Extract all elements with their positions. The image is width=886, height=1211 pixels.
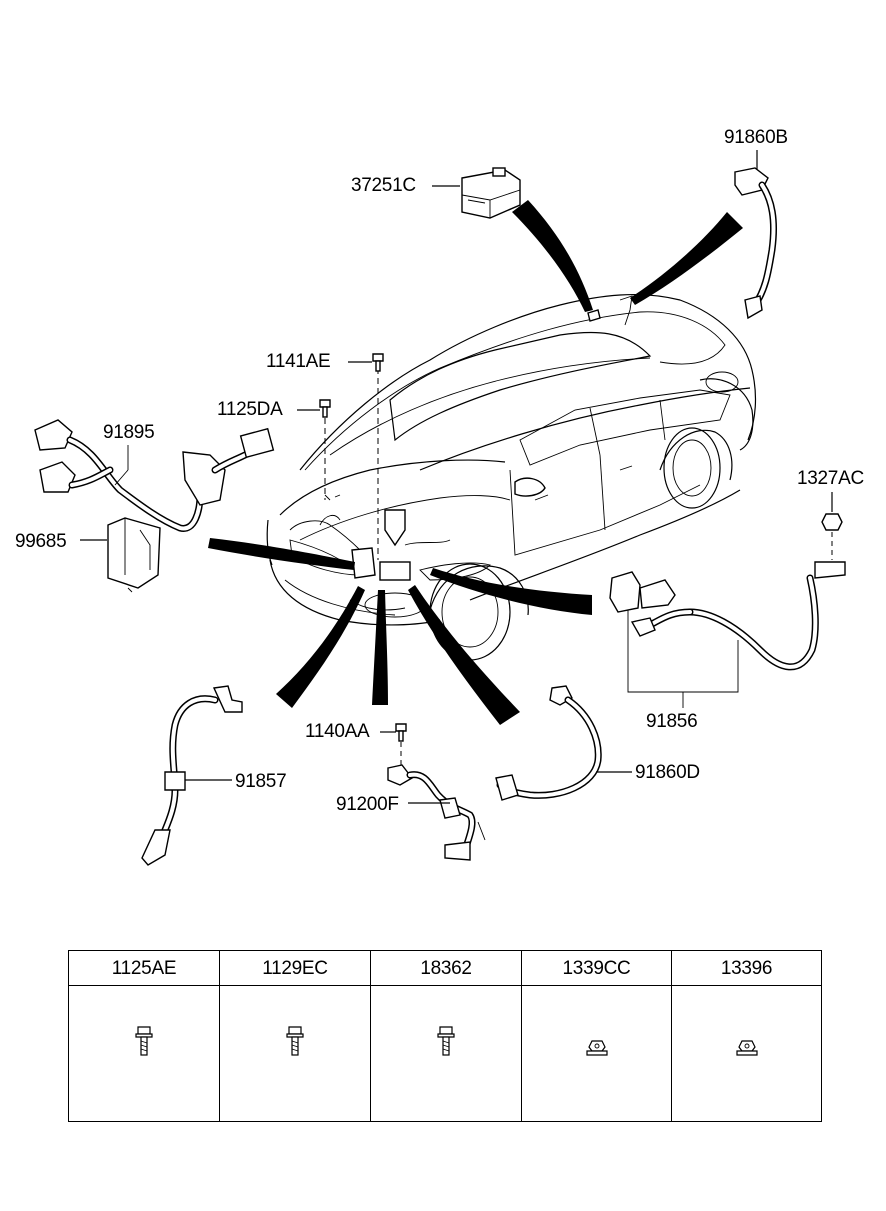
- fastener-code: 13396: [672, 951, 821, 986]
- label-1140AA: 1140AA: [305, 721, 370, 742]
- flange-bolt-icon: [135, 1026, 153, 1056]
- cable-91860D: [495, 685, 632, 801]
- nut-1327AC: [814, 492, 846, 579]
- cable-91856: [609, 571, 819, 708]
- bolt-1141AE: [348, 353, 384, 372]
- callout-wedges: [208, 200, 743, 725]
- fastener-column: 1125AE: [69, 951, 220, 1121]
- flange-bolt-icon: [437, 1026, 455, 1056]
- fastener-column: 18362: [371, 951, 522, 1121]
- label-91857: 91857: [235, 771, 287, 792]
- cable-91860B: [734, 150, 778, 320]
- label-1125DA: 1125DA: [217, 399, 283, 420]
- car-body-outline: [266, 293, 757, 661]
- harness-91200F: [387, 764, 486, 861]
- fastener-column: 13396: [672, 951, 821, 1121]
- fastener-column: 1129EC: [220, 951, 371, 1121]
- label-1327AC: 1327AC: [797, 468, 864, 489]
- flange-nut-icon: [585, 1040, 608, 1056]
- label-91860D: 91860D: [635, 762, 700, 783]
- fastener-column: 1339CC: [522, 951, 672, 1121]
- cover-99685: [80, 517, 161, 593]
- fastener-code: 18362: [371, 951, 521, 986]
- fastener-code: 1129EC: [220, 951, 370, 986]
- label-91860B: 91860B: [724, 127, 788, 148]
- bolt-1125DA: [297, 399, 331, 418]
- flange-bolt-icon: [286, 1026, 304, 1056]
- harness-91895: [34, 419, 275, 532]
- label-91895: 91895: [103, 422, 155, 443]
- label-99685: 99685: [15, 531, 67, 552]
- fastener-code: 1125AE: [69, 951, 219, 986]
- label-91856: 91856: [646, 711, 698, 732]
- label-1141AE: 1141AE: [266, 351, 331, 372]
- cable-91857: [141, 685, 243, 866]
- fastener-table: 1125AE 1129EC 18362 1339CC: [68, 950, 822, 1122]
- fastener-code: 1339CC: [522, 951, 671, 986]
- flange-nut-icon: [735, 1040, 758, 1056]
- label-37251C: 37251C: [351, 175, 416, 196]
- label-91200F: 91200F: [336, 794, 399, 815]
- battery-sensor-part: [432, 167, 521, 219]
- bolt-1140AA: [380, 723, 407, 770]
